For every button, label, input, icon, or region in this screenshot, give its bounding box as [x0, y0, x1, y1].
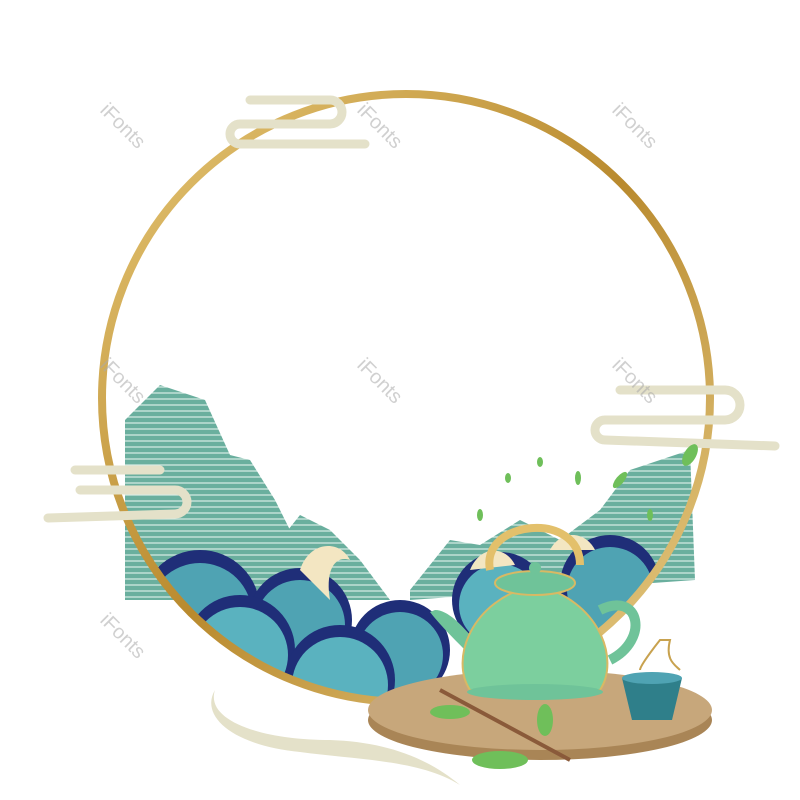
- flying-leaves: [477, 444, 698, 521]
- tea-cup: [622, 639, 682, 720]
- teapot: [430, 523, 641, 700]
- smoke-swirl: [211, 690, 460, 785]
- cloud-top: [225, 95, 370, 149]
- cloud-left: [43, 465, 192, 523]
- cloud-right: [590, 385, 780, 451]
